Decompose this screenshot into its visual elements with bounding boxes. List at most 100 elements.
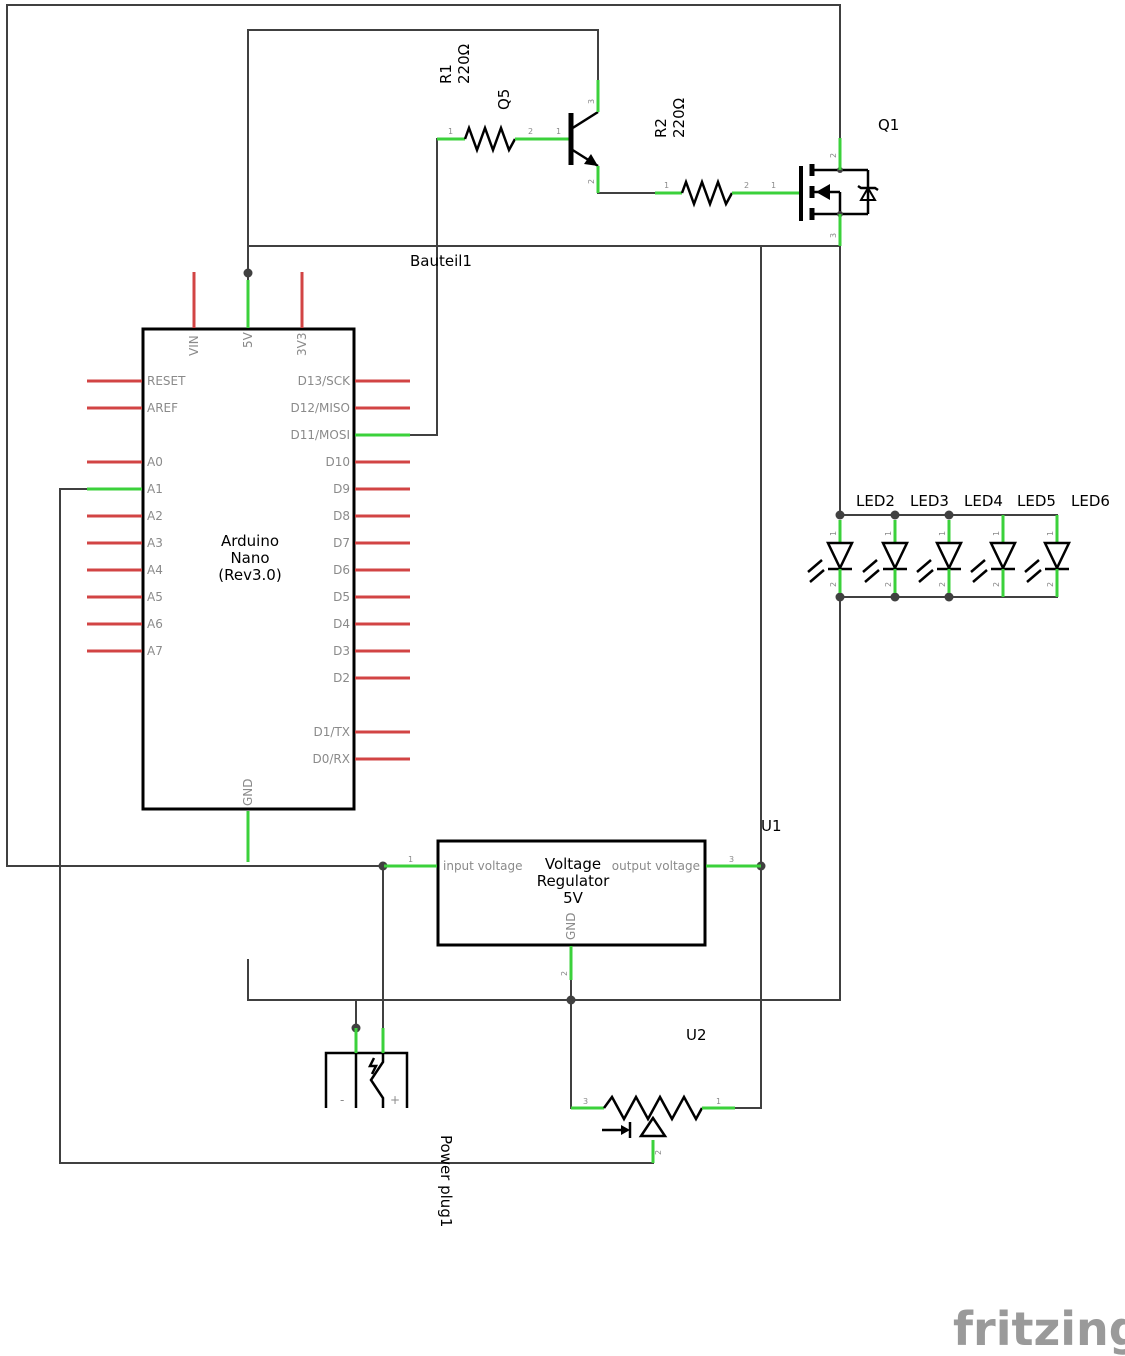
led-3-triangle xyxy=(881,541,909,571)
pin-label-d3: D3 xyxy=(333,644,350,658)
arduino-title-line1: Arduino xyxy=(221,532,279,550)
arduino-body[interactable] xyxy=(141,327,356,811)
led-4-pin2: 2 xyxy=(938,582,947,587)
led-5-pin1: 1 xyxy=(992,531,1001,536)
power-jack[interactable]: - + xyxy=(324,1028,409,1108)
led-2-ray xyxy=(807,559,823,573)
r1-pin2-number: 2 xyxy=(528,127,533,136)
pin-label-a0: A0 xyxy=(147,455,163,469)
jack-minus-label: - xyxy=(340,1093,344,1107)
pot-zigzag xyxy=(602,1094,704,1122)
mosfet-q1[interactable]: 2 3 xyxy=(799,138,879,246)
q5-pin3-number: 3 xyxy=(587,99,596,104)
r1-name: R1 xyxy=(437,64,455,84)
q1-pin2-number: 2 xyxy=(829,153,838,158)
arduino-title-line3: (Rev3.0) xyxy=(218,566,281,584)
fritzing-logo: fritzing xyxy=(953,1302,1125,1356)
r2-name: R2 xyxy=(652,118,670,138)
q1-zener-bar xyxy=(857,184,879,192)
pin-label-a3: A3 xyxy=(147,536,163,550)
potentiometer-u2[interactable]: 3 1 2 xyxy=(571,1094,735,1163)
led-2-ray xyxy=(809,569,825,583)
wire-outer-loop xyxy=(6,4,841,867)
power-plug-label: Power plug1 xyxy=(437,1135,455,1227)
wire-5v-collector xyxy=(247,29,599,86)
led-5-ray xyxy=(970,559,986,573)
pot-pin1-number: 1 xyxy=(716,1097,721,1106)
pin-label-d13: D13/SCK xyxy=(298,374,352,388)
wire-a1-wiper xyxy=(59,488,654,1164)
q5-pin2-number: 2 xyxy=(587,179,596,184)
jack-bolt-icon xyxy=(367,1057,379,1075)
led-4-ray xyxy=(918,569,934,583)
led-6-label: LED6 xyxy=(1071,492,1110,510)
q5-emitter-arrow xyxy=(584,154,598,166)
r2-zigzag xyxy=(680,178,734,208)
pin-label-gnd: GND xyxy=(241,778,255,806)
pin-label-3v3: 3V3 xyxy=(295,333,309,356)
junction-dot xyxy=(944,510,954,520)
jack-plus-label: + xyxy=(390,1093,400,1107)
led-4[interactable]: 1 2 xyxy=(916,520,963,593)
pot-adjust-arrow xyxy=(621,1125,630,1135)
resistor-r2[interactable]: 1 2 1 xyxy=(655,178,799,208)
transistor-q5[interactable]: 3 2 xyxy=(568,80,600,193)
led-3[interactable]: 1 2 xyxy=(862,520,909,593)
pin-label-a6: A6 xyxy=(147,617,163,631)
led-5-label: LED5 xyxy=(1017,492,1056,510)
led-6-ray xyxy=(1026,569,1042,583)
r2-pin2-number: 2 xyxy=(744,181,749,190)
regulator-pin2-number: 2 xyxy=(560,971,569,976)
pin-label-d4: D4 xyxy=(333,617,350,631)
arduino-title-line2: Nano xyxy=(230,549,269,567)
jack-body xyxy=(324,1051,409,1108)
regulator-gnd-label: GND xyxy=(564,912,578,940)
pin-label-aref: AREF xyxy=(147,401,178,415)
led-4-triangle xyxy=(935,541,963,571)
arduino-nano[interactable]: Arduino Nano (Rev3.0) VIN 5V 3V3 GND RES… xyxy=(87,272,410,862)
junction-dot xyxy=(890,592,900,602)
regulator-title-line3: 5V xyxy=(563,889,584,907)
regulator-input-label: input voltage xyxy=(443,859,523,873)
pin-label-d0: D0/RX xyxy=(313,752,350,766)
voltage-regulator-u1[interactable]: input voltage output voltage Voltage Reg… xyxy=(384,839,761,980)
led-2-pin1: 1 xyxy=(829,531,838,536)
regulator-title-line2: Regulator xyxy=(537,872,610,890)
u2-name: U2 xyxy=(686,1026,707,1044)
q1-pin3-number: 3 xyxy=(829,233,838,238)
junction-dot xyxy=(566,995,576,1005)
led-5[interactable]: 1 2 xyxy=(970,515,1017,597)
u1-name: U1 xyxy=(761,817,782,835)
r2-pin1-number: 1 xyxy=(664,181,669,190)
wire-gnd-rail xyxy=(247,959,841,1001)
led-2[interactable]: 1 2 xyxy=(807,520,854,593)
q1-body-arrow xyxy=(816,184,830,200)
led-3-pin1: 1 xyxy=(884,531,893,536)
pin-label-5v: 5V xyxy=(241,331,255,348)
led-5-ray xyxy=(972,569,988,583)
q1-name: Q1 xyxy=(878,116,899,134)
pin-label-d9: D9 xyxy=(333,482,350,496)
led-2-label: LED2 xyxy=(856,492,895,510)
pin-label-d10: D10 xyxy=(325,455,350,469)
resistor-r1[interactable]: 1 2 1 xyxy=(437,124,570,154)
label-bauteil1: Bauteil1 xyxy=(410,252,472,270)
regulator-body[interactable] xyxy=(436,839,707,947)
led-6-pin1: 1 xyxy=(1046,531,1055,536)
pin-label-d12: D12/MISO xyxy=(290,401,350,415)
junction-dot xyxy=(835,592,845,602)
q5-collector xyxy=(570,110,599,131)
led-6[interactable]: 1 2 xyxy=(1024,515,1071,597)
pin-label-a4: A4 xyxy=(147,563,163,577)
pin-label-d6: D6 xyxy=(333,563,350,577)
led-3-ray xyxy=(862,559,878,573)
r1-zigzag xyxy=(463,124,517,154)
led-array: 1 2 1 2 1 2 xyxy=(807,492,1110,597)
pot-pin2-number: 2 xyxy=(654,1150,663,1155)
led-5-triangle xyxy=(989,541,1017,571)
led-4-label: LED4 xyxy=(964,492,1003,510)
led-3-pin2: 2 xyxy=(884,582,893,587)
pin-label-reset: RESET xyxy=(147,374,186,388)
r1-value: 220Ω xyxy=(455,44,473,84)
